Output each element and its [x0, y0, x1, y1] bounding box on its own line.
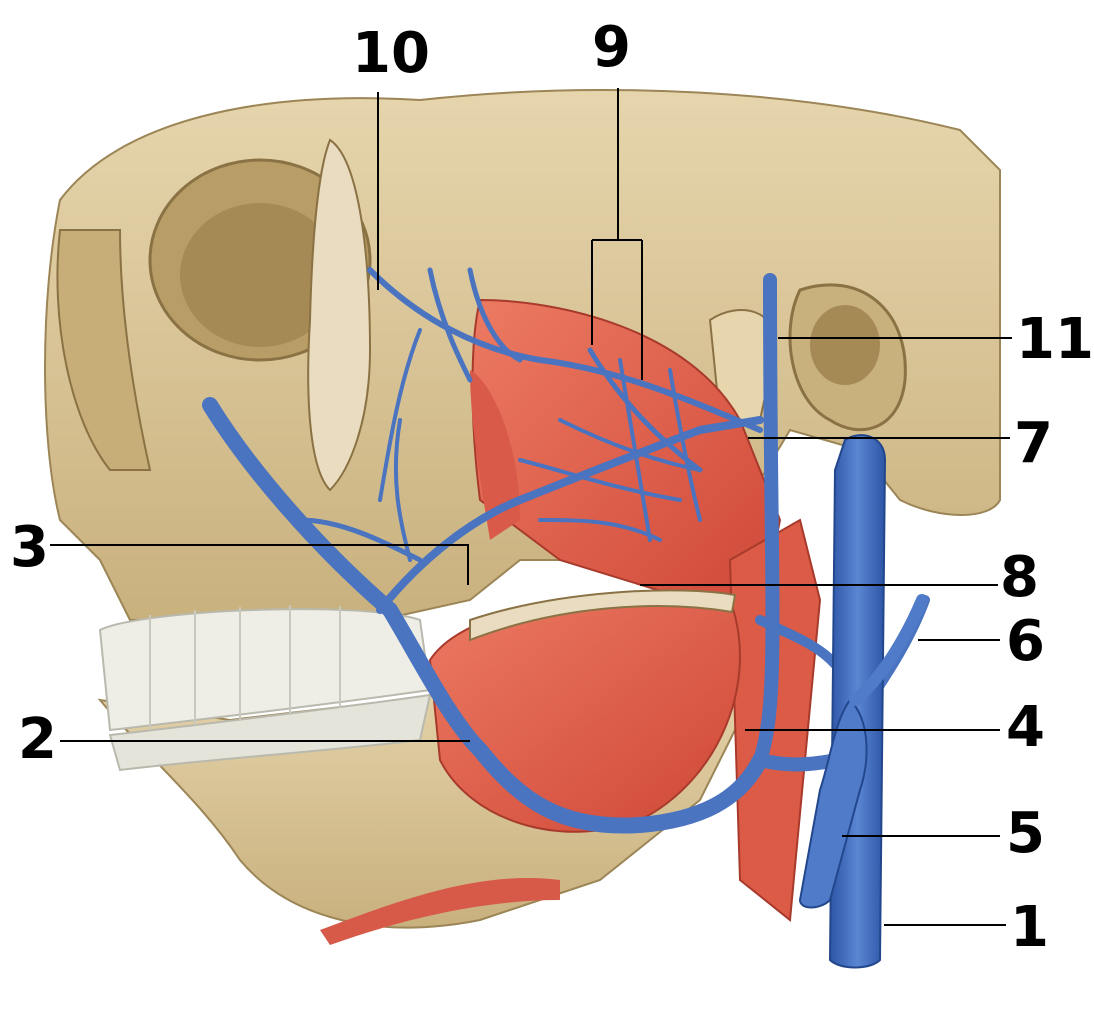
leader-3 — [50, 544, 469, 585]
label-9: 9 — [592, 15, 631, 80]
zygomatic-section — [307, 138, 372, 492]
label-5: 5 — [1006, 801, 1045, 866]
skull-veins-illustration — [44, 88, 1012, 969]
label-4: 4 — [1006, 695, 1045, 760]
label-7: 7 — [1014, 411, 1053, 476]
label-8: 8 — [1000, 545, 1039, 610]
label-6: 6 — [1006, 609, 1045, 674]
label-3: 3 — [10, 515, 49, 580]
label-1: 1 — [1010, 895, 1049, 960]
nasal-region — [56, 229, 152, 471]
anatomy-diagram: 10 9 11 7 3 8 6 2 4 5 1 — [10, 15, 1094, 969]
external-jugular-vein — [798, 698, 868, 909]
leader-9 — [591, 88, 643, 380]
label-2: 2 — [18, 707, 57, 772]
leader-lines — [50, 88, 1012, 926]
teeth — [98, 605, 432, 772]
label-11: 11 — [1016, 307, 1094, 372]
label-10: 10 — [352, 21, 430, 86]
